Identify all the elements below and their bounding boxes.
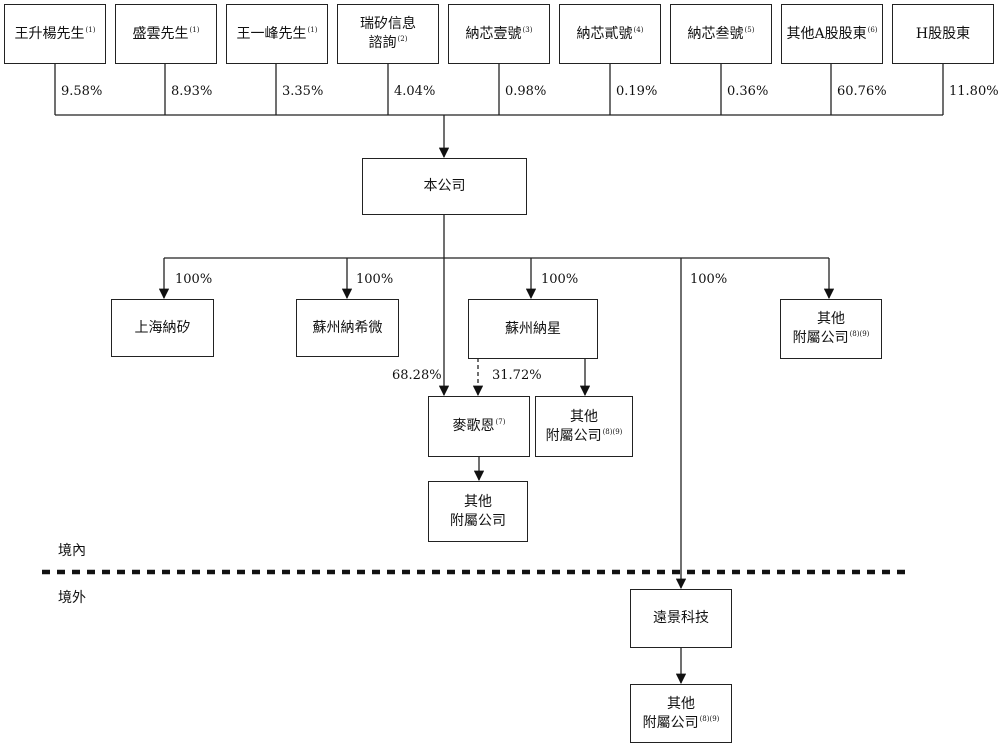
shareholder-box-h-shares: H股股東 [892, 4, 994, 64]
shareholding-pct-naxin-3: 0.36% [727, 84, 769, 99]
footnote-marker: (8)(9) [602, 427, 623, 436]
footnote-marker: (1) [85, 25, 96, 34]
other-line2: 附屬公司 [642, 714, 699, 731]
other-line2: 附屬公司 [792, 330, 849, 346]
subsidiary-box-other-top: 其他 附屬公司(8)(9) [780, 299, 882, 359]
pct-shanghai: 100% [175, 272, 213, 287]
footnote-marker: (8)(9) [849, 330, 870, 338]
shareholder-name: 納芯叁號 [687, 25, 744, 42]
shareholder-box-wang-shengyang: 王升楊先生(1) [4, 4, 106, 64]
other-line1: 其他 [570, 408, 598, 425]
shareholder-box-naxin-1: 納芯壹號(3) [448, 4, 550, 64]
shareholder-name: H股股東 [915, 25, 971, 42]
footnote-marker: (4) [633, 25, 644, 34]
region-label-overseas: 境外 [58, 590, 86, 606]
other-line2: 附屬公司 [450, 512, 506, 529]
footnote-marker: (5) [744, 25, 755, 34]
pct-maigeen-from-company: 68.28% [392, 368, 442, 383]
subsidiary-name: 麥歌恩 [452, 418, 495, 434]
subsidiary-name: 蘇州納星 [505, 320, 561, 337]
subsidiary-box-suzhou-naxing: 蘇州納星 [468, 299, 598, 359]
pct-yuanjing: 100% [690, 272, 728, 287]
pct-maigeen-from-naxing: 31.72% [492, 368, 542, 383]
footnote-marker: (1) [307, 25, 318, 34]
shareholder-name: 納芯壹號 [465, 25, 522, 42]
shareholding-pct-naxin-1: 0.98% [505, 84, 547, 99]
shareholding-pct-sheng-yun: 8.93% [171, 84, 213, 99]
shareholder-name-line2: 諮詢 [368, 35, 397, 51]
shareholding-pct-wang-yifeng: 3.35% [282, 84, 324, 99]
shareholder-name: 其他A股股東 [786, 25, 867, 42]
subsidiary-box-yuanjing: 遠景科技 [630, 589, 732, 648]
company-name: 本公司 [423, 178, 466, 194]
subsidiary-name: 上海納矽 [134, 319, 191, 336]
subsidiary-name: 蘇州納希微 [312, 319, 383, 336]
shareholder-name: 納芯貳號 [576, 25, 633, 42]
subsidiary-box-shanghai-naxi: 上海納矽 [111, 299, 214, 357]
other-line2: 附屬公司 [545, 427, 602, 444]
shareholder-box-other-a-shares: 其他A股股東(6) [781, 4, 883, 64]
subsidiary-box-maigeen: 麥歌恩(7) [428, 396, 530, 457]
subsidiary-box-other-yuanjing: 其他 附屬公司(8)(9) [630, 684, 732, 743]
shareholder-box-sheng-yun: 盛雲先生(1) [115, 4, 217, 64]
shareholder-name-line1: 瑞矽信息 [360, 16, 416, 32]
footnote-marker: (3) [522, 25, 533, 34]
subsidiary-box-other-maigeen: 其他 附屬公司 [428, 481, 528, 542]
shareholder-box-ruixi-consulting: 瑞矽信息 諮詢(2) [337, 4, 439, 64]
shareholding-pct-h-shares: 11.80% [949, 84, 999, 99]
shareholder-box-wang-yifeng: 王一峰先生(1) [226, 4, 328, 64]
pct-suzhou-naxing: 100% [541, 272, 579, 287]
other-line1: 其他 [817, 311, 845, 327]
subsidiary-name: 遠景科技 [653, 610, 709, 626]
shareholder-name: 王升楊先生 [14, 25, 85, 42]
footnote-marker: (8)(9) [699, 714, 720, 723]
shareholding-pct-wang-shengyang: 9.58% [61, 84, 103, 99]
footnote-marker: (6) [867, 25, 878, 34]
subsidiary-box-other-naxing: 其他 附屬公司(8)(9) [535, 396, 633, 457]
footnote-marker: (1) [189, 25, 200, 34]
shareholder-name: 盛雲先生 [132, 25, 189, 42]
shareholding-pct-naxin-2: 0.19% [616, 84, 658, 99]
shareholding-pct-other-a: 60.76% [837, 84, 887, 99]
pct-suzhou-naxiwei: 100% [356, 272, 394, 287]
shareholder-box-naxin-3: 納芯叁號(5) [670, 4, 772, 64]
shareholder-name: 王一峰先生 [236, 25, 307, 42]
footnote-marker: (2) [397, 35, 408, 43]
footnote-marker: (7) [495, 418, 506, 426]
subsidiary-box-suzhou-naxiwei: 蘇州納希微 [296, 299, 399, 357]
other-line1: 其他 [464, 493, 492, 510]
shareholder-box-naxin-2: 納芯貳號(4) [559, 4, 661, 64]
other-line1: 其他 [667, 695, 695, 712]
company-box: 本公司 [362, 158, 527, 215]
shareholding-pct-ruixi: 4.04% [394, 84, 436, 99]
region-label-domestic: 境內 [58, 543, 86, 559]
